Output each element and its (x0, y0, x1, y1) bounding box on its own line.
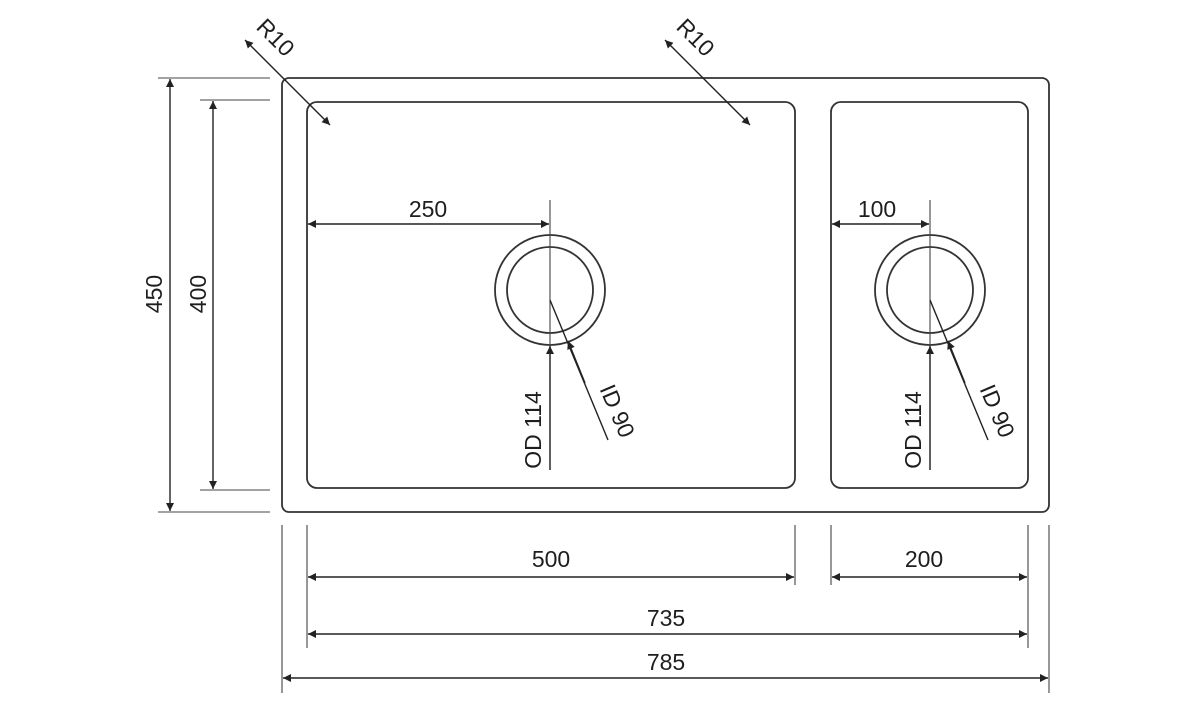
left-bowl-outline (306, 101, 796, 489)
right-id-arrowhead (947, 340, 966, 384)
radius-right-leader (664, 39, 751, 126)
left-id-label: ID 90 (595, 380, 640, 441)
drain-offset-100-label: 100 (858, 196, 896, 222)
height-400-label: 400 (185, 275, 211, 313)
sink-outer-outline (281, 77, 1050, 513)
right-bowl-outline (830, 101, 1029, 489)
width-785-label: 785 (647, 649, 685, 675)
width-735-label: 735 (647, 605, 685, 631)
left-id-arrowhead (567, 340, 586, 384)
right-od-label: OD 114 (900, 391, 926, 469)
right-id-label: ID 90 (975, 380, 1020, 441)
width-500-label: 500 (532, 546, 570, 572)
drain-offset-250-label: 250 (409, 196, 447, 222)
width-200-label: 200 (905, 546, 943, 572)
height-450-label: 450 (141, 275, 167, 313)
radius-left-leader (244, 39, 331, 126)
left-od-label: OD 114 (520, 391, 546, 469)
